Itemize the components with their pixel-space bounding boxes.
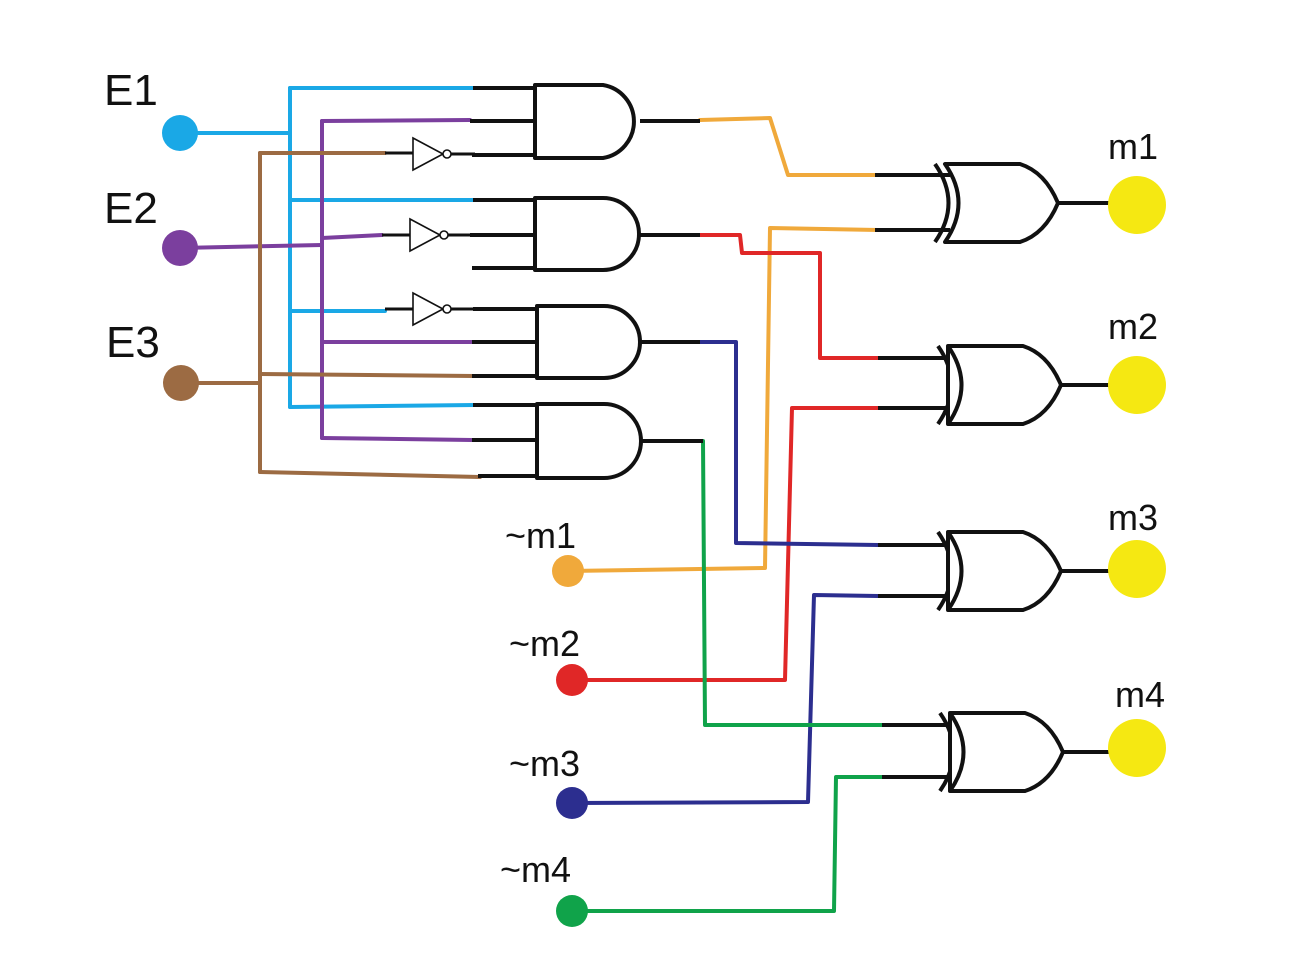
input-e1-terminal[interactable] bbox=[162, 115, 198, 151]
xor-gate-2 bbox=[878, 344, 1112, 426]
wires-logic bbox=[566, 116, 884, 913]
prev-m2-label: ~m2 bbox=[509, 623, 580, 664]
wire-e2-feed bbox=[178, 243, 324, 250]
wire-and1-xor1 bbox=[698, 116, 880, 177]
prev-m2-terminal[interactable] bbox=[556, 664, 588, 696]
wire-and4-xor4 bbox=[701, 439, 884, 727]
output-m2-terminal[interactable] bbox=[1108, 356, 1166, 414]
wire-prev-m1-xor1 bbox=[566, 226, 880, 573]
input-e3-terminal[interactable] bbox=[163, 365, 199, 401]
not-gate-3 bbox=[385, 291, 475, 327]
prev-m4-terminal[interactable] bbox=[556, 895, 588, 927]
wire-e3-and3 bbox=[258, 372, 476, 378]
and-gate-3 bbox=[472, 304, 700, 380]
output-m3-terminal[interactable] bbox=[1108, 540, 1166, 598]
prev-m1-label: ~m1 bbox=[505, 515, 576, 556]
wires-e2 bbox=[178, 118, 474, 442]
prev-m1-terminal[interactable] bbox=[552, 555, 584, 587]
input-e1-label: E1 bbox=[104, 66, 158, 115]
prev-m3-label: ~m3 bbox=[509, 743, 580, 784]
output-m4-terminal[interactable] bbox=[1108, 719, 1166, 777]
wire-and3-xor3 bbox=[698, 340, 880, 547]
wire-prev-m3-xor3 bbox=[570, 593, 880, 805]
wires-e3 bbox=[180, 151, 482, 479]
output-m2-label: m2 bbox=[1108, 306, 1158, 347]
prev-m4-label: ~m4 bbox=[500, 849, 571, 890]
xor-gate-3 bbox=[878, 530, 1112, 612]
and-gate-2 bbox=[470, 196, 700, 272]
output-m3-label: m3 bbox=[1108, 497, 1158, 538]
wire-e2-not2 bbox=[320, 233, 384, 240]
wire-prev-m4-xor4 bbox=[570, 775, 884, 913]
output-m4-label: m4 bbox=[1115, 674, 1165, 715]
wire-e2-and1 bbox=[320, 118, 472, 123]
output-m1-label: m1 bbox=[1108, 126, 1158, 167]
and-gate-1 bbox=[470, 83, 700, 160]
wire-and2-xor2 bbox=[698, 233, 880, 360]
output-m1-terminal[interactable] bbox=[1108, 176, 1166, 234]
wire-e3-and4 bbox=[258, 470, 482, 479]
prev-m3-terminal[interactable] bbox=[556, 787, 588, 819]
xor-gate-1 bbox=[875, 162, 1110, 244]
not-gate-1 bbox=[385, 136, 475, 172]
wire-e2-and4 bbox=[320, 436, 474, 442]
input-e2-terminal[interactable] bbox=[162, 230, 198, 266]
wire-e1-and4 bbox=[288, 403, 477, 409]
and-gate-4 bbox=[472, 402, 703, 480]
not-gate-2 bbox=[382, 217, 472, 253]
input-e2-label: E2 bbox=[104, 184, 158, 233]
xor-gate-4 bbox=[882, 711, 1112, 793]
input-e3-label: E3 bbox=[106, 318, 160, 367]
